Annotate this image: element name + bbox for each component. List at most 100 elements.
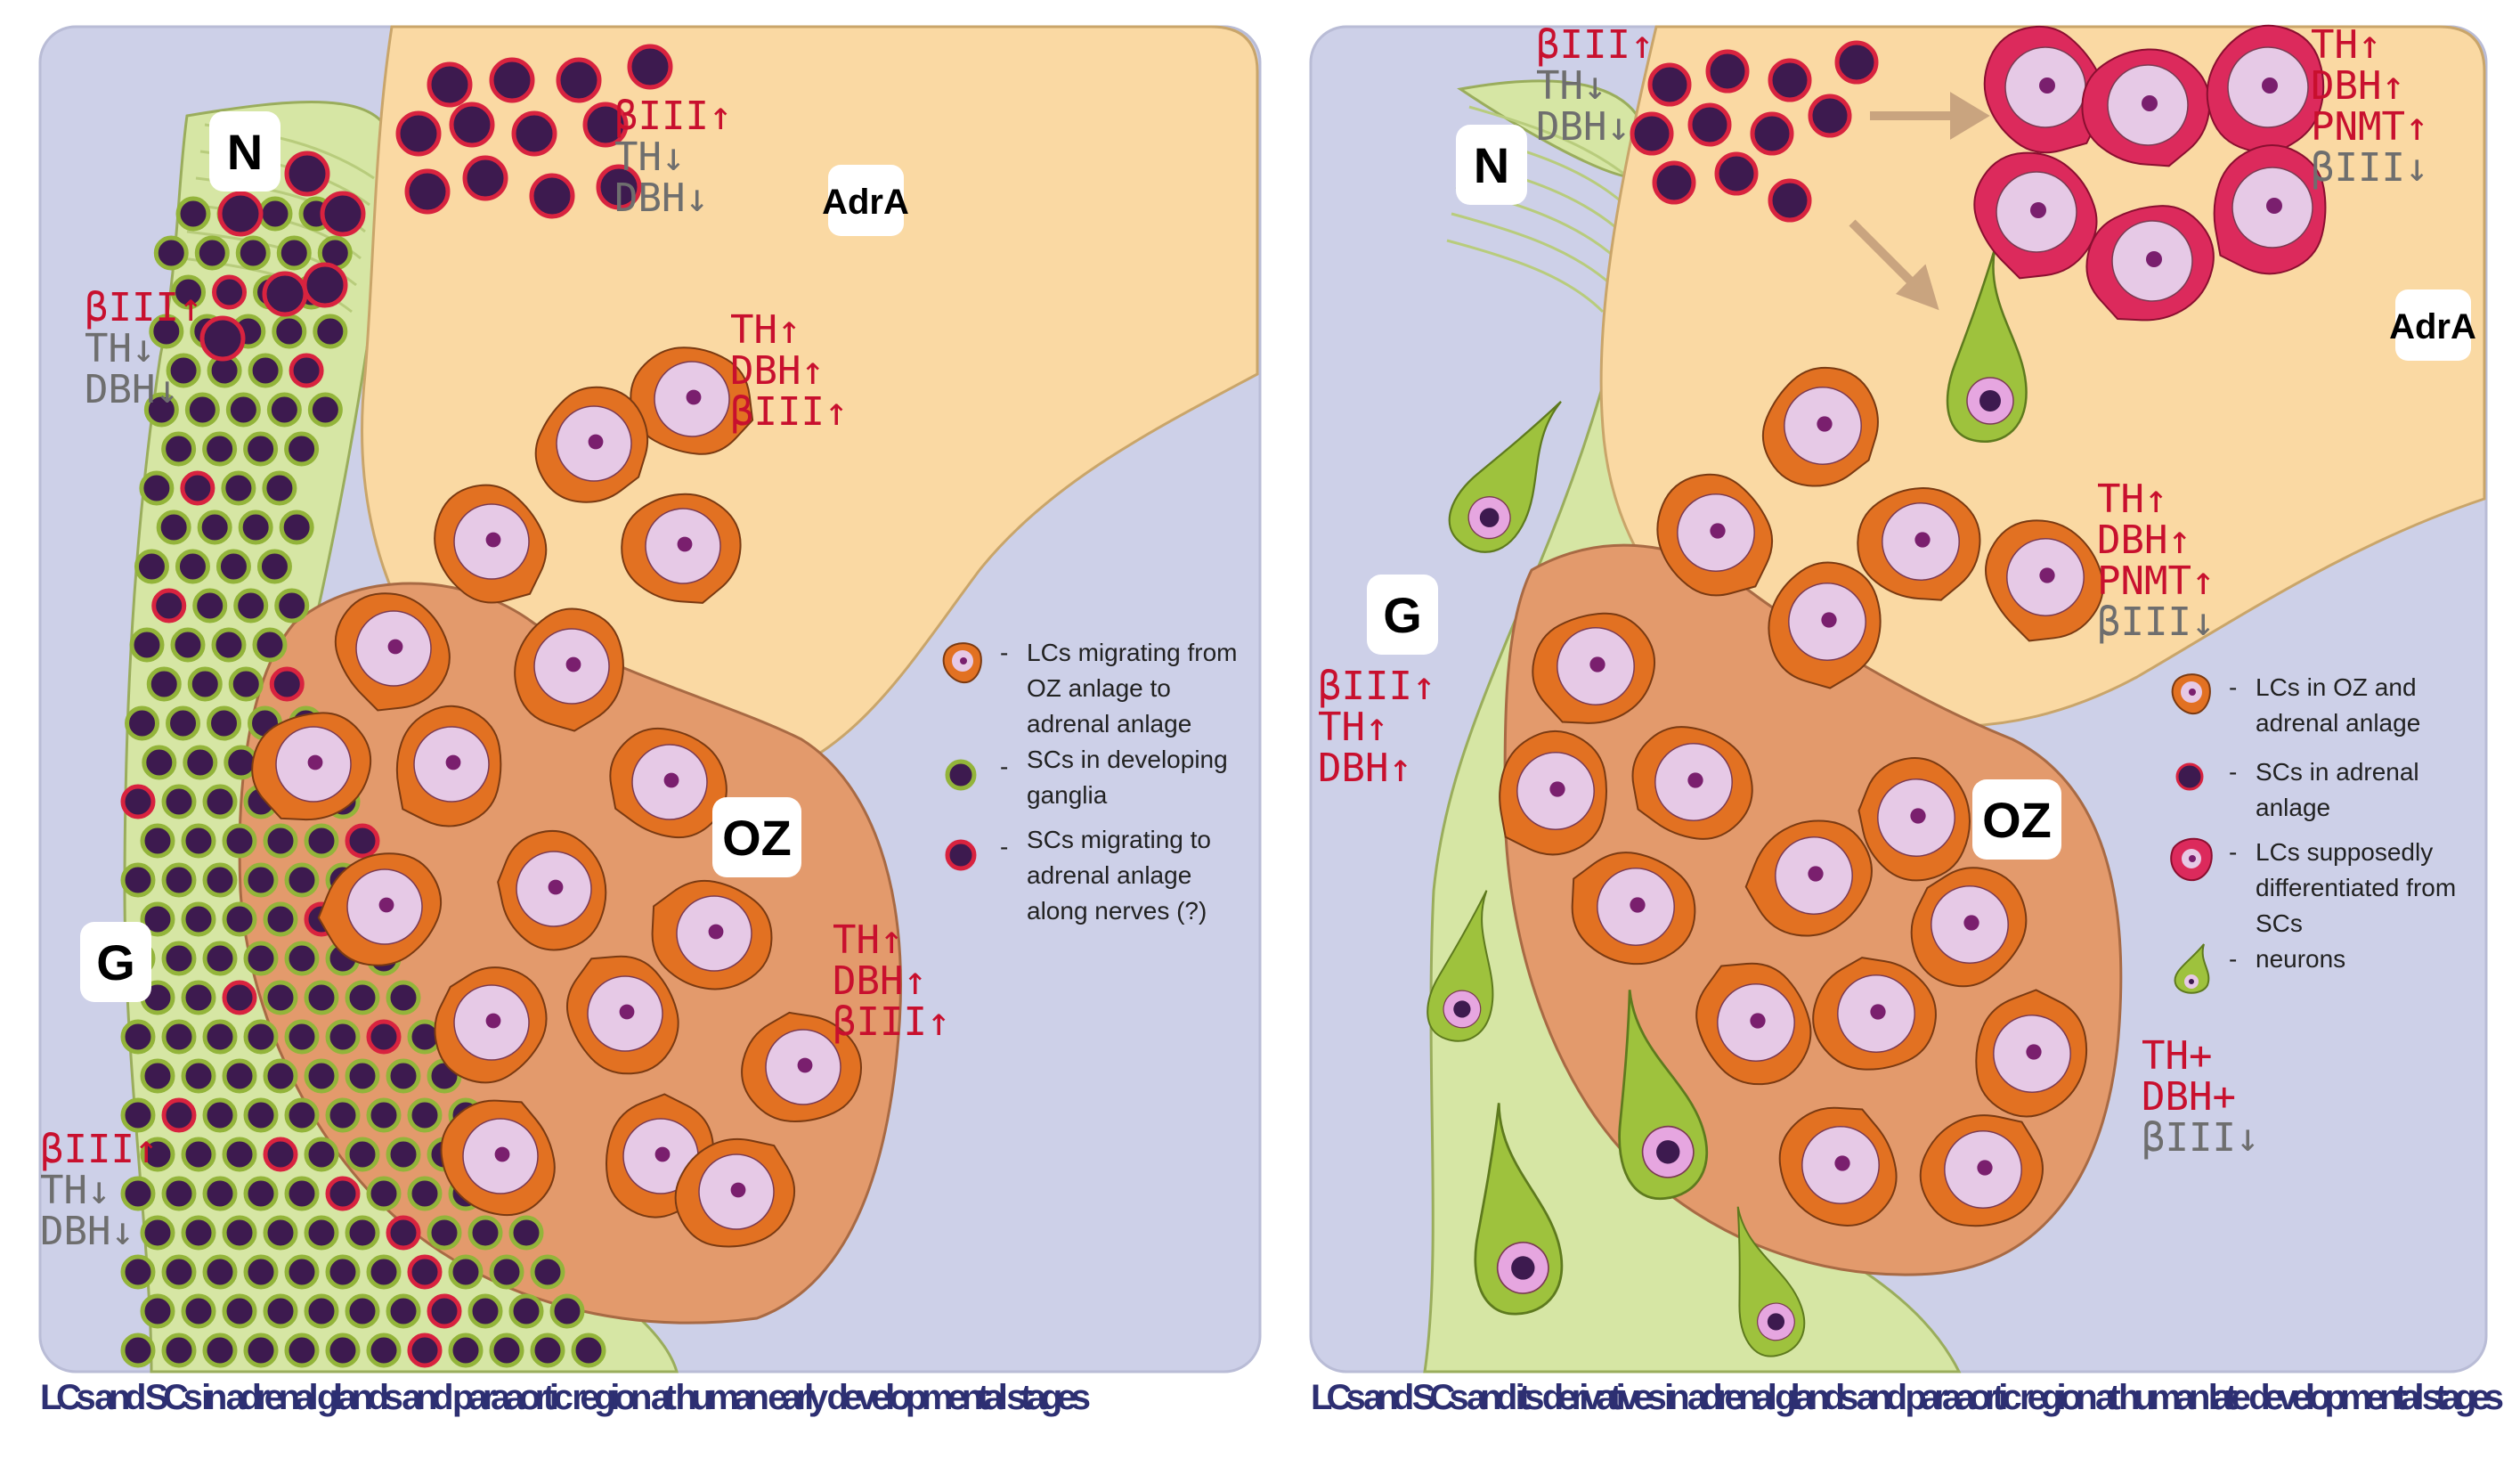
ganglia-sc — [161, 1176, 197, 1211]
ganglia-sc — [125, 705, 160, 741]
ganglia-sc — [238, 509, 273, 545]
nerve-label-box: N — [209, 111, 280, 192]
svg-text:-: - — [1000, 833, 1008, 860]
ganglia-sc — [304, 1137, 339, 1172]
adrenal-sc-group — [1630, 40, 1879, 223]
ganglia-sc — [181, 823, 216, 859]
legend-text: differentiated from — [2256, 874, 2456, 901]
pink-lc-group — [1973, 24, 2327, 322]
ganglia-sc — [197, 509, 232, 545]
marker-label: TH↓ — [614, 134, 685, 180]
neuron-group — [1427, 249, 2028, 1357]
ganglia-sc — [120, 1019, 156, 1055]
legend-text: LCs migrating from — [1027, 639, 1238, 666]
ganglia-sc — [181, 980, 216, 1015]
ganglia-sc — [248, 353, 283, 388]
legend-text: along nerves (?) — [1027, 897, 1207, 925]
legend-item-sc-ganglia: - — [945, 753, 1008, 791]
marker-label: TH↓ — [1536, 63, 1606, 109]
red-rim-sc-icon — [945, 839, 977, 871]
ganglia-sc — [166, 353, 201, 388]
adrenal-sc — [1768, 58, 1812, 102]
ganglia-sc — [161, 1254, 197, 1290]
migrating-sc — [269, 666, 305, 702]
ganglia-sc — [221, 470, 256, 506]
lc-cell — [566, 955, 679, 1075]
ganglia-sc — [202, 1019, 238, 1055]
ganglia-sc — [161, 941, 197, 976]
migrating-sc — [151, 588, 187, 624]
migrating-sc — [582, 102, 629, 148]
nerve-label: N — [227, 124, 263, 180]
ganglia-sc — [386, 980, 421, 1015]
ganglia-sc — [530, 1333, 565, 1368]
marker-set-nerve-top: βIII↑TH↓DBH↓ — [614, 94, 732, 221]
ganglia-sc — [140, 901, 175, 937]
marker-label: βIII↑ — [614, 94, 732, 139]
ganglia-sc — [276, 235, 312, 271]
ganglia-sc — [202, 431, 238, 467]
ganglia-sc — [222, 1058, 257, 1094]
marker-label: DBH↓ — [1536, 104, 1630, 150]
migrating-sc — [263, 1137, 298, 1172]
ganglia-sc — [262, 470, 297, 506]
migrating-sc — [511, 110, 557, 157]
ganglia-sc — [146, 666, 182, 702]
ganglia-sc — [366, 1097, 402, 1133]
ganglia-sc — [489, 1333, 524, 1368]
migrating-sc — [180, 470, 215, 506]
legend-text: SCs — [2256, 909, 2303, 937]
panel-late: N G AdrA OZ βIII↑TH↓DBH↓ TH↑DBH↑PNMT↑βII… — [1309, 22, 2504, 1417]
ganglia-label-box: G — [80, 922, 151, 1002]
marker-label: TH+ — [2142, 1033, 2212, 1079]
ganglia-sc — [207, 705, 242, 741]
ganglia-sc — [211, 627, 247, 663]
lc-cell — [674, 1137, 796, 1248]
lc-cell — [1857, 757, 1971, 882]
ganglia-sc — [263, 1215, 298, 1251]
ganglia-sc — [284, 1097, 320, 1133]
marker-label: PNMT↑ — [2097, 558, 2215, 604]
lc-cell — [621, 493, 742, 604]
ganglia-sc — [407, 1176, 443, 1211]
ganglia-sc — [149, 314, 184, 349]
svg-text:-: - — [1000, 639, 1008, 666]
ganglia-sc — [304, 1293, 339, 1329]
ganglia-sc — [202, 1333, 238, 1368]
ganglia-sc — [140, 1215, 175, 1251]
marker-label: βIII↓ — [2097, 599, 2215, 645]
oz-label-box: OZ — [1972, 779, 2061, 860]
ganglia-sc — [274, 588, 310, 624]
migrating-sc — [199, 315, 246, 362]
ganglia-sc — [243, 1333, 279, 1368]
marker-label: DBH↑ — [730, 348, 825, 394]
marker-set-adrenal: TH↑DBH↑βIII↑ — [730, 307, 848, 435]
ganglia-sc — [304, 823, 339, 859]
ganglia-sc — [448, 1333, 484, 1368]
ganglia-sc — [175, 549, 210, 584]
ganglia-sc — [530, 1254, 565, 1290]
ganglia-sc — [161, 862, 197, 898]
ganglia-sc — [140, 1137, 175, 1172]
lc-cell — [534, 386, 649, 503]
svg-text:-: - — [1000, 753, 1008, 780]
lc-cell — [1532, 612, 1656, 724]
legend-text: SCs in adrenal — [2256, 758, 2419, 786]
marker-label: DBH↑ — [2097, 518, 2191, 563]
marker-label: DBH↓ — [614, 175, 709, 221]
lc-cell — [497, 830, 607, 951]
ganglia-sc — [181, 1293, 216, 1329]
marker-label: DBH↑ — [2311, 63, 2405, 109]
lc-cell — [1656, 473, 1774, 597]
migrating-sc — [407, 1254, 443, 1290]
legend-text: LCs supposedly — [2256, 838, 2433, 866]
ganglia-sc — [243, 1019, 279, 1055]
ganglia-sc — [489, 1254, 524, 1290]
ganglia-sc — [448, 1254, 484, 1290]
ganglia-sc — [266, 392, 302, 428]
migrating-sc — [217, 191, 264, 237]
ganglia-sc — [181, 901, 216, 937]
migrating-sc-group — [199, 44, 673, 362]
